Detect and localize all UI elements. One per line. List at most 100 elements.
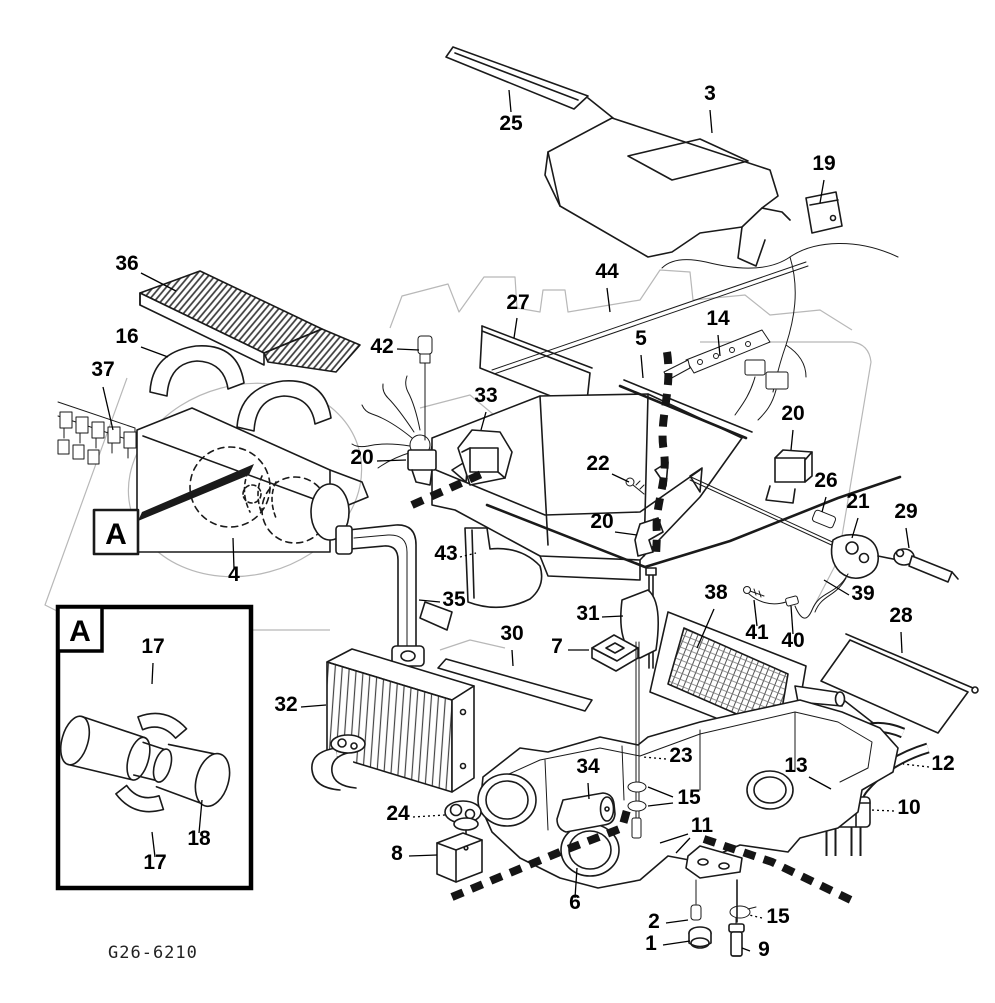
callout-29: 29	[894, 500, 917, 523]
callout-6: 6	[569, 891, 581, 914]
callout-leader-38	[696, 608, 715, 649]
callout-leader-35	[418, 599, 441, 603]
callout-22: 22	[586, 452, 609, 475]
callout-20: 20	[781, 402, 804, 425]
callout-34: 34	[576, 755, 600, 778]
part-23-rod	[627, 641, 647, 839]
callout-leader-5	[640, 354, 644, 379]
callout-1: 1	[645, 932, 657, 955]
inset-detail-box: A	[55, 604, 254, 891]
callout-leader-15	[748, 914, 763, 919]
callout-32: 32	[274, 693, 297, 716]
callout-20: 20	[590, 510, 613, 533]
callout-leader-14	[717, 334, 721, 357]
callout-leader-27	[513, 317, 518, 339]
part-14-bracket	[663, 329, 789, 421]
callout-leader-1	[662, 940, 691, 946]
callout-41: 41	[745, 621, 769, 644]
callout-leader-39	[823, 579, 850, 596]
part-28-panel	[820, 633, 979, 734]
callout-leader-16	[140, 346, 169, 358]
callout-leader-19	[819, 179, 825, 204]
callout-14: 14	[706, 307, 730, 330]
part-16-covers	[149, 345, 332, 432]
part-9-bolt	[728, 879, 745, 957]
callout-42: 42	[370, 335, 393, 358]
callout-leader-33	[480, 411, 487, 431]
callout-leader-32	[300, 704, 327, 708]
figure-code: G26-6210	[108, 943, 198, 963]
callout-43: 43	[434, 542, 457, 565]
callout-10: 10	[897, 796, 920, 819]
callout-20: 20	[350, 446, 373, 469]
callout-44: 44	[595, 260, 619, 283]
callout-2: 2	[648, 910, 660, 933]
part-3-cover	[544, 117, 791, 267]
callout-leader-21	[851, 517, 859, 539]
callout-leader-23	[642, 756, 667, 760]
callout-leader-34	[587, 782, 590, 800]
part-25-strip	[445, 46, 619, 123]
callout-4: 4	[228, 563, 240, 586]
part-20-bracket-right	[765, 449, 813, 504]
part-8-block	[436, 832, 483, 883]
callout-leader-20	[614, 531, 638, 536]
part-36-filter	[139, 270, 361, 373]
callout-17: 17	[143, 851, 166, 874]
callout-leader-44	[606, 287, 611, 313]
part-41-bolt	[743, 586, 765, 598]
part-43-duct	[464, 527, 543, 609]
callout-15: 15	[677, 786, 701, 809]
callout-39: 39	[851, 582, 874, 605]
callout-leader-25	[508, 89, 512, 113]
callout-13: 13	[784, 754, 807, 777]
callout-leader-20	[376, 459, 407, 462]
part-22-screw	[625, 477, 645, 495]
callout-18: 18	[187, 827, 211, 850]
part-33-bracket	[419, 429, 513, 631]
callout-38: 38	[704, 581, 728, 604]
callout-31: 31	[576, 602, 600, 625]
callout-37: 37	[91, 358, 114, 381]
callout-40: 40	[781, 629, 804, 652]
callout-leader-17	[151, 662, 154, 685]
callout-leader-29	[905, 527, 910, 549]
part-24-fitting	[444, 800, 482, 849]
callout-leader-6	[574, 867, 578, 899]
part-17-clamp-bottom	[115, 784, 165, 813]
callout-36: 36	[115, 252, 138, 275]
callout-leader-10	[870, 809, 895, 812]
part-5-housing-body	[431, 379, 902, 581]
callout-leader-28	[900, 631, 903, 654]
part-31-panel	[620, 567, 660, 669]
callout-leader-15	[647, 802, 674, 807]
callout-27: 27	[506, 291, 529, 314]
callout-leader-24	[412, 814, 446, 818]
callout-leader-8	[408, 854, 438, 857]
callout-15: 15	[766, 905, 790, 928]
callout-leader-42	[396, 348, 420, 351]
callout-8: 8	[391, 842, 403, 865]
callout-30: 30	[500, 622, 523, 645]
part-39-cable	[794, 573, 849, 619]
callout-19: 19	[812, 152, 835, 175]
callout-leader-11	[659, 833, 689, 844]
callout-leader-12	[902, 763, 930, 768]
callout-leader-30	[511, 649, 514, 667]
part-26-rod	[689, 476, 840, 549]
part-6-tray	[477, 699, 899, 889]
part-20-bracket-left	[407, 449, 437, 486]
part-37-relays	[57, 401, 137, 465]
callout-5: 5	[635, 327, 647, 350]
callout-leader-41	[753, 599, 758, 627]
callout-24: 24	[386, 802, 410, 825]
part-2-spacer	[690, 879, 702, 921]
callout-33: 33	[474, 384, 497, 407]
callout-35: 35	[442, 588, 466, 611]
callout-leader-20	[790, 429, 794, 451]
callout-leader-4	[232, 537, 235, 570]
callout-7: 7	[551, 635, 563, 658]
callout-26: 26	[814, 469, 837, 492]
callout-12: 12	[931, 752, 954, 775]
